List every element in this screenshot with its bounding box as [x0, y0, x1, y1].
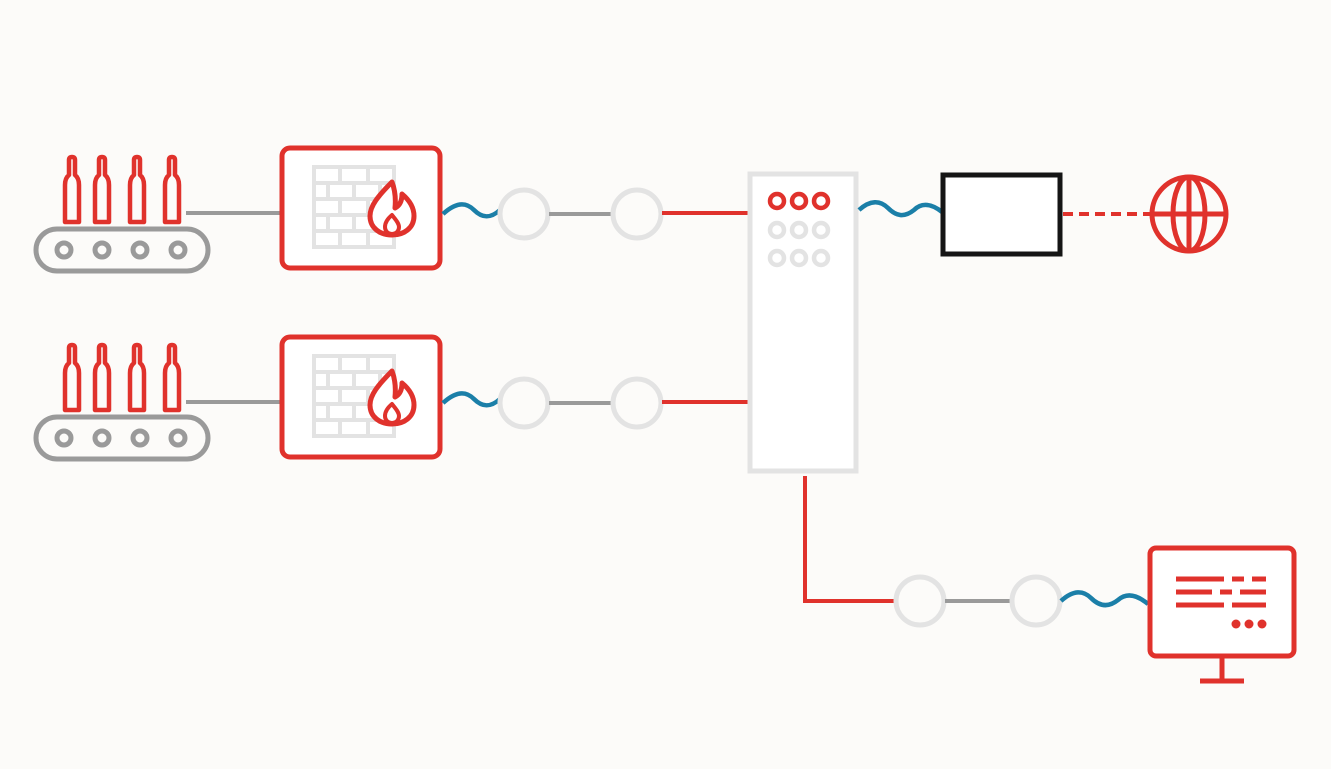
junction-node — [610, 376, 664, 430]
junction-node — [610, 187, 664, 241]
conveyor-belt-icon — [33, 226, 211, 274]
junction-node — [497, 187, 551, 241]
active-ports-icon — [767, 191, 831, 211]
wave-link-firewall-1 — [441, 202, 502, 219]
elbow-link-switch-monitor — [803, 476, 895, 603]
inactive-ports-icon — [767, 220, 831, 268]
monitor-icon — [1147, 545, 1297, 684]
fire-icon — [367, 368, 417, 427]
screen-text-lines-icon — [1176, 576, 1266, 608]
junction-node — [497, 376, 551, 430]
junction-node — [1009, 574, 1063, 628]
junction-node — [893, 574, 947, 628]
wave-link-switch-gateway — [857, 200, 944, 218]
production-line-1 — [33, 154, 211, 274]
production-line-2 — [33, 342, 211, 462]
screen-dots-icon — [1231, 619, 1267, 629]
bottle-group-icon — [62, 154, 182, 225]
gateway-box — [940, 172, 1063, 257]
globe-icon — [1149, 174, 1229, 254]
firewall-1 — [279, 145, 443, 271]
bottle-group-icon — [62, 342, 182, 413]
firewall-2 — [279, 334, 443, 460]
conveyor-belt-icon — [33, 414, 211, 462]
network-switch — [747, 171, 859, 474]
wave-link-monitor — [1059, 590, 1150, 608]
wave-link-firewall-2 — [441, 391, 502, 408]
fire-icon — [367, 179, 417, 238]
